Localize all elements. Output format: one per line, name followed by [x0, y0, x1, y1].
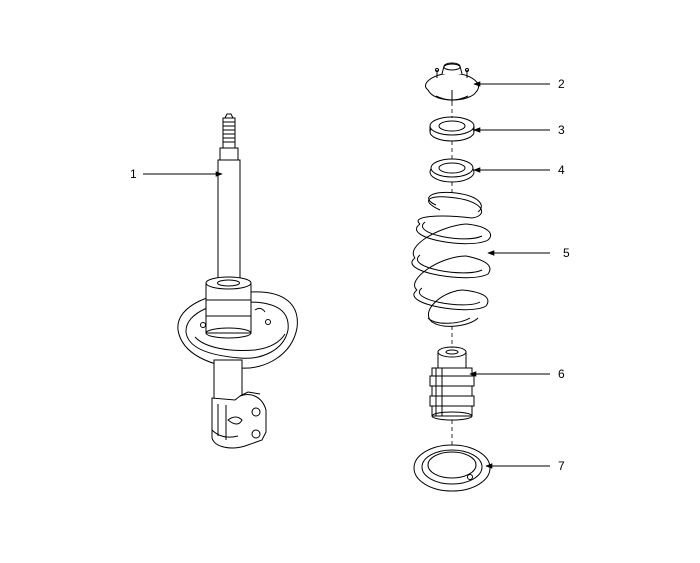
callout-3: 3 — [558, 123, 565, 137]
piston-rod-thread — [222, 113, 236, 149]
dust-cover — [429, 346, 475, 421]
strut-assembly — [177, 113, 298, 449]
callout-1: 1 — [130, 167, 137, 181]
piston-rod — [217, 159, 241, 291]
upper-spring-pad — [429, 158, 475, 183]
damper-upper-body — [205, 276, 252, 339]
leader-lines — [143, 81, 550, 469]
lower-spring-pad — [413, 444, 491, 492]
callout-6: 6 — [558, 367, 565, 381]
callout-4: 4 — [558, 163, 565, 177]
callout-2: 2 — [558, 77, 565, 91]
bearing — [429, 116, 475, 142]
coil-spring — [411, 191, 492, 327]
knuckle-bracket — [211, 391, 267, 449]
callout-7: 7 — [558, 459, 565, 473]
damper-tube — [213, 359, 243, 401]
callout-5: 5 — [563, 246, 570, 260]
rod-collar — [219, 147, 239, 161]
insulator — [425, 62, 479, 102]
